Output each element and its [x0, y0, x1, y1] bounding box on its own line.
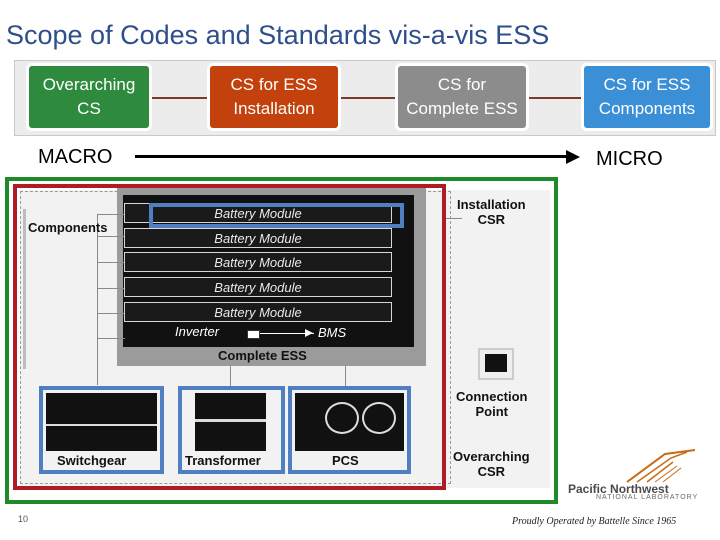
scope-connector [527, 97, 583, 99]
pnnl-logo-icon [626, 449, 696, 483]
components-label: Components [28, 220, 108, 235]
switchgear-divider [46, 424, 157, 426]
transformer-frame [178, 386, 285, 474]
macro-micro-arrow [135, 155, 567, 158]
component-highlight [149, 203, 404, 228]
scope-connector [151, 97, 209, 99]
switchgear-frame [39, 386, 164, 474]
cs-ess-components-box: CS for ESS Components [584, 66, 710, 128]
connector-line [345, 366, 346, 386]
micro-label: MICRO [596, 148, 663, 170]
arrow-icon [305, 329, 313, 337]
cs-ess-installation-box: CS for ESS Installation [210, 66, 338, 128]
slide-number: 10 [18, 514, 29, 524]
components-bracket [23, 209, 26, 369]
overarching-csr-label: Overarching CSR [453, 449, 530, 479]
connector-line [97, 262, 125, 263]
switchgear-label: Switchgear [57, 453, 127, 468]
pcs-label: PCS [332, 453, 359, 468]
overarching-scope-frame [5, 177, 558, 504]
transformer-label: Transformer [185, 453, 261, 468]
cs-complete-ess-box: CS for Complete ESS [398, 66, 526, 128]
installation-csr-label: Installation CSR [457, 197, 526, 227]
inverter-bms-link [260, 333, 314, 334]
macro-label: MACRO [38, 146, 113, 168]
pcs-circle-icon [325, 402, 359, 434]
complete-ess-label-bg [212, 347, 327, 363]
complete-ess-label: Complete ESS [218, 348, 307, 363]
page-title: Scope of Codes and Standards vis-a-vis E… [6, 20, 550, 50]
pcs-circle-icon [362, 402, 396, 434]
connection-point-label: Connection Point [456, 389, 528, 419]
pcs-frame [288, 386, 411, 474]
transformer-divider [195, 419, 266, 422]
connector-line [97, 236, 125, 237]
connector-line [230, 366, 231, 386]
battery-module: Battery Module [124, 228, 392, 248]
footer-text: Proudly Operated by Battelle Since 1965 [512, 516, 677, 527]
connection-point-icon-inner [485, 354, 507, 372]
connector-line [97, 288, 125, 289]
arrow-head-icon [566, 150, 580, 164]
battery-module: Battery Module [124, 277, 392, 297]
connector-line [97, 214, 98, 384]
battery-module: Battery Module [124, 252, 392, 272]
pnnl-logo-line2: NATIONAL LABORATORY [596, 494, 699, 501]
pnnl-logo-line1: Pacific Northwest [568, 482, 669, 496]
connector-line [97, 367, 98, 385]
bms-label: BMS [318, 325, 347, 340]
scope-connector [338, 97, 398, 99]
switchgear-block [46, 393, 157, 451]
connector-line [97, 313, 125, 314]
transformer-block [195, 393, 266, 451]
connector-line [97, 338, 125, 339]
installation-scope-frame [13, 184, 446, 490]
connector-line [446, 218, 462, 219]
inverter-icon [247, 330, 260, 339]
battery-module: Battery Module [124, 302, 392, 322]
inverter-label: Inverter [175, 324, 220, 339]
overarching-cs-box: Overarching CS [29, 66, 149, 128]
connector-line [97, 214, 125, 215]
scope-bar: Overarching CS CS for ESS Installation C… [14, 60, 716, 136]
